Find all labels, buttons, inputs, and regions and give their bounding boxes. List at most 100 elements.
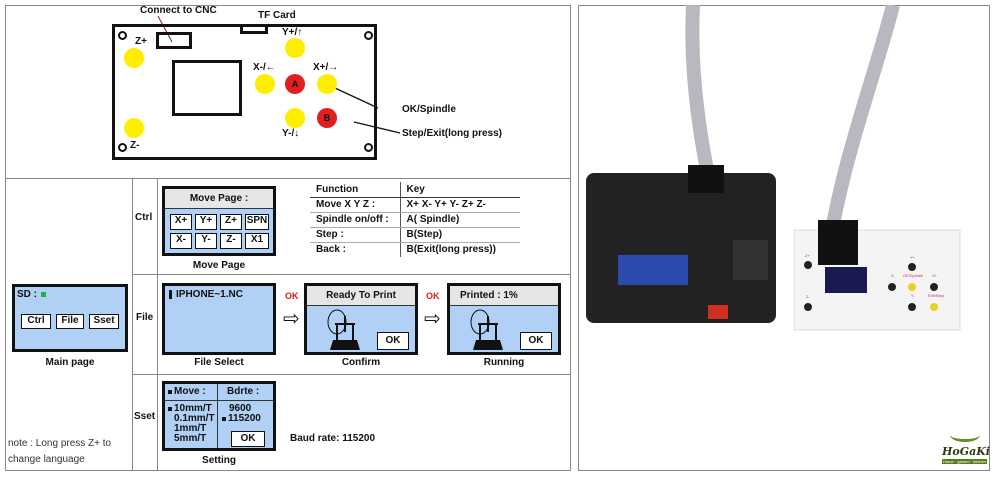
x-plus-button[interactable] (317, 74, 337, 94)
x-minus-button[interactable] (255, 74, 275, 94)
y-minus-button[interactable] (285, 108, 305, 128)
move-option[interactable]: 1mm/T (174, 423, 207, 434)
move-option[interactable]: 0.1mm/T (174, 413, 215, 424)
x-plus-key[interactable]: X+ (170, 214, 192, 230)
cell: Step : (310, 227, 401, 243)
cell: B(Exit(long press)) (406, 244, 496, 256)
controller-label-exit: Exit/Step (928, 293, 945, 298)
ctrl-row-label: Ctrl (135, 212, 153, 223)
right-panel (578, 5, 990, 471)
selected-marker (222, 417, 226, 421)
cell: B(Step) (400, 227, 520, 243)
x-minus-key[interactable]: X- (170, 233, 192, 249)
step-x1-key[interactable]: X1 (245, 233, 269, 249)
running-screen: Printed : 1% OK (447, 283, 561, 355)
hogaki-logo: HoGaKi (942, 445, 990, 458)
table-row: Spindle on/off :A( Spindle) (310, 212, 520, 228)
language-note: note : Long press Z+ to change language (8, 438, 112, 465)
arrow-right-icon: ⇨ (424, 308, 441, 330)
selected-marker (168, 407, 172, 411)
mount-hole (364, 143, 373, 152)
controller-label-xminus: X- (891, 273, 895, 278)
divider (5, 178, 571, 179)
file-select-caption: File Select (194, 357, 244, 368)
file-key[interactable]: File (56, 314, 84, 329)
file-select-screen: IPHONE~1.NC (162, 283, 276, 355)
ok-step-2: OK (426, 291, 440, 301)
y-plus-key[interactable]: Y+ (195, 214, 217, 230)
table-row: Move X Y Z :X+ X- Y+ Y- Z+ Z- (310, 197, 520, 213)
ok-step-1: OK (285, 291, 299, 301)
file-cursor-icon (169, 290, 172, 299)
main-page-caption: Main page (45, 357, 95, 368)
setting-ok-button[interactable]: OK (231, 431, 265, 447)
cell: X+ X- Y+ Y- Z+ Z- (400, 197, 520, 213)
spindle-key[interactable]: SPN (245, 214, 269, 230)
cell: Spindle on/off : (310, 212, 401, 228)
y-minus-label: Y-/↓ (282, 128, 300, 139)
hogaki-logo-icon (950, 428, 980, 442)
b-button[interactable]: B (317, 108, 337, 128)
confirm-caption: Confirm (341, 357, 381, 368)
ok-spindle-callout: OK/Spindle (402, 104, 456, 115)
sset-key[interactable]: Sset (89, 314, 119, 329)
selected-marker (168, 390, 172, 394)
product-photo (586, 5, 961, 331)
confirm-ok-button[interactable]: OK (377, 332, 409, 350)
a-button[interactable]: A (285, 74, 305, 94)
move-page-caption: Move Page (192, 260, 246, 271)
z-minus-button[interactable] (124, 118, 144, 138)
header-function: Function (310, 182, 401, 198)
table-row: Step :B(Step) (310, 227, 520, 243)
move-option[interactable]: 5mm/T (174, 433, 207, 444)
baud-option[interactable]: 9600 (229, 403, 252, 414)
mount-hole (364, 31, 373, 40)
baud-option[interactable]: 115200 (228, 413, 261, 424)
controller-board (112, 24, 377, 160)
controller-label-ok: OK/Spindle (903, 273, 924, 278)
move-page-title: Move Page : (165, 189, 273, 209)
controller-label-yminus: Y- (911, 293, 915, 298)
setting-col-divider (217, 384, 218, 448)
table-row: Back : B(Exit(long press)) (310, 242, 520, 257)
move-page-screen: Move Page : X+ Y+ Z+ SPN X- Y- Z- X1 (162, 186, 276, 256)
setting-screen: Move : Bdrte : 10mm/T 0.1mm/T 1mm/T 5mm/… (162, 381, 276, 451)
cell: Move X Y Z : (310, 197, 401, 213)
tf-card-label: TF Card (258, 10, 296, 21)
move-header: Move : (174, 386, 206, 397)
col-divider (157, 178, 158, 471)
baud-header: Bdrte : (227, 386, 260, 397)
baud-rate-text: Baud rate: 115200 (290, 433, 376, 444)
col-divider (132, 178, 133, 471)
step-exit-callout: Step/Exit(long press) (402, 128, 503, 139)
arrow-right-icon: ⇨ (283, 308, 300, 330)
sset-row-label: Sset (134, 411, 156, 422)
header-key: Key (400, 182, 520, 198)
move-option[interactable]: 10mm/T (174, 403, 212, 414)
z-plus-key[interactable]: Z+ (220, 214, 242, 230)
y-plus-button[interactable] (285, 38, 305, 58)
cell: A( Spindle) (400, 212, 520, 228)
file-name[interactable]: IPHONE~1.NC (176, 289, 243, 300)
cnc-machine-icon (327, 309, 360, 350)
y-minus-key[interactable]: Y- (195, 233, 217, 249)
setting-caption: Setting (202, 455, 236, 466)
z-minus-key[interactable]: Z- (220, 233, 242, 249)
running-ok-button[interactable]: OK (520, 332, 552, 350)
running-title: Printed : 1% (450, 286, 558, 306)
controller-label-xplus: X+ (932, 273, 938, 278)
controller-label-zminus: Z- (806, 294, 810, 299)
z-plus-button[interactable] (124, 48, 144, 68)
main-page-screen: SD : Ctrl File Sset (12, 284, 128, 352)
controller-label-zplus: Z+ (805, 253, 810, 258)
ctrl-key[interactable]: Ctrl (21, 314, 51, 329)
x-minus-label: X-/← (253, 62, 276, 73)
confirm-screen: Ready To Print OK (304, 283, 418, 355)
lcd-window (172, 60, 242, 116)
cell: Back : (310, 242, 401, 257)
x-plus-label: X+/→ (313, 62, 339, 73)
tf-card-slot (240, 24, 268, 34)
left-panel (5, 5, 571, 471)
row-divider (132, 274, 571, 275)
